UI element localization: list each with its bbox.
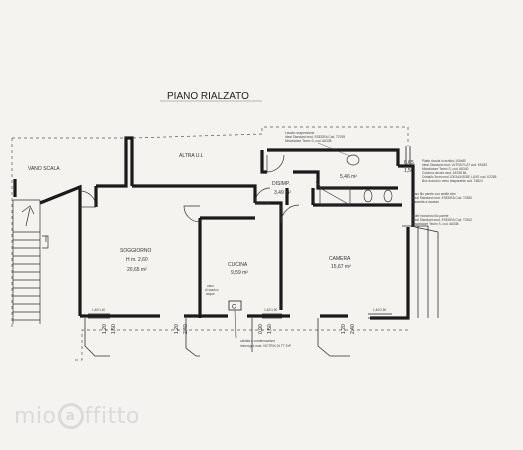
window-labels: 1,40/1,40 1,40/1,50 1,40/2,50: [92, 308, 387, 312]
camera-name: CAMERA: [329, 256, 351, 262]
svg-text:1,40/1,40: 1,40/1,40: [92, 308, 106, 312]
boiler-note: caldaia a condensazione Immergas mod. VI…: [240, 339, 291, 348]
bagno-area: 5,46 m²: [340, 174, 357, 180]
svg-text:Ideal Standard mod. ESEDRA Cod: Ideal Standard mod. ESEDRA Cod. T2812: [412, 218, 472, 222]
cucina-name: CUCINA: [228, 262, 248, 268]
soggiorno-height: H m. 2,60: [126, 257, 148, 263]
watermark-pre: mio: [14, 403, 57, 429]
svg-text:acque: acque: [206, 292, 215, 296]
svg-text:1,20: 1,20: [174, 324, 180, 334]
door-swings: [79, 154, 300, 224]
svg-text:Box doccia in vetro trasparent: Box doccia in vetro trasparente cod. T66…: [422, 179, 483, 183]
watermark-a-icon: a: [57, 403, 84, 429]
plan-title: PIANO RIALZATO: [167, 91, 249, 102]
svg-text:2,40: 2,40: [183, 324, 189, 334]
svg-text:Colonna doccia mod. A5788 ML: Colonna doccia mod. A5788 ML: [422, 171, 467, 175]
svg-text:1,40/1,50: 1,40/1,50: [264, 308, 278, 312]
svg-text:Cassetta a incasso: Cassetta a incasso: [412, 200, 439, 204]
watermark-post: ffitto: [84, 403, 140, 429]
watermark-logo: mio a ffitto: [14, 403, 140, 429]
right-notes-low: Bidet monoforo filo parete Ideal Standar…: [412, 214, 472, 226]
svg-text:Lavabo sospensione: Lavabo sospensione: [285, 131, 314, 135]
disimp-area: 3,49 m²: [274, 190, 291, 196]
lavabo-note: Lavabo sospensione Ideal Standard mod. E…: [285, 131, 351, 157]
cucina-area: 9,59 m²: [231, 270, 248, 276]
svg-text:di scarico: di scarico: [205, 288, 219, 292]
camera-area: 15,67 m²: [331, 264, 351, 270]
svg-text:Bidet monoforo filo parete: Bidet monoforo filo parete: [412, 214, 449, 218]
staircase: [12, 199, 49, 324]
svg-text:caldaia a condensazione: caldaia a condensazione: [240, 339, 275, 343]
svg-text:1,20: 1,20: [341, 324, 347, 334]
svg-text:1,40/2,50: 1,40/2,50: [373, 308, 387, 312]
svg-text:2,40: 2,40: [350, 324, 356, 334]
altra-ui-label: ALTRA U.I.: [179, 153, 204, 159]
svg-text:Ideal Standard mod. ESEDRA Cod: Ideal Standard mod. ESEDRA Cod. T2769: [285, 135, 345, 139]
soggiorno-area: 20,65 m²: [127, 267, 147, 273]
svg-text:Ideal Standard mod. ESEDRA Cod: Ideal Standard mod. ESEDRA Cod. T2830: [412, 196, 472, 200]
svg-text:vano: vano: [207, 284, 214, 288]
svg-text:Cristallo 3mm mod. IDEALINSIDE: Cristallo 3mm mod. IDEALINSIDE LUXE cod.…: [422, 175, 497, 179]
balconies: [84, 225, 439, 357]
svg-text:Miscelatore Teorix S, cod. A63: Miscelatore Teorix S, cod. A6338: [412, 222, 459, 226]
svg-text:Miscelatore Teorix S, cod. A63: Miscelatore Teorix S, cod. A6340: [422, 167, 469, 171]
svg-text:Vaso filo parete con sedile sl: Vaso filo parete con sedile slim: [412, 192, 456, 196]
svg-text:0,90: 0,90: [258, 324, 264, 334]
boiler-label: C: [232, 305, 237, 311]
right-notes-mid: Vaso filo parete con sedile slim Ideal S…: [412, 192, 472, 204]
soggiorno-name: SOGGIORNO: [120, 248, 152, 254]
vano-scala-label: VANO SCALA: [28, 166, 60, 172]
svg-text:Miscelatore Teorix S, cod. A63: Miscelatore Teorix S, cod. A6338: [285, 139, 332, 143]
disimp-name: DISIMP.: [272, 181, 290, 187]
svg-text:Piatto doccia in acrilico 100x: Piatto doccia in acrilico 100x80: [422, 159, 466, 163]
cucina-note: vano di scarico acque: [205, 284, 219, 296]
svg-text:Immergas mod. VICTRIX 24 TT Er: Immergas mod. VICTRIX 24 TT ErP: [240, 344, 291, 348]
svg-text:1,50: 1,50: [111, 324, 117, 334]
svg-text:0,65: 0,65: [404, 160, 414, 166]
right-notes-top: Piatto doccia in acrilico 100x80 Ideal S…: [422, 159, 497, 183]
dimension-labels: 1,20 1,50 1,20 2,40 0,90 1,50 1,20 2,40 …: [102, 160, 414, 334]
svg-text:1,50: 1,50: [404, 168, 414, 174]
svg-text:1,20: 1,20: [102, 324, 108, 334]
windows: [88, 146, 411, 319]
perimeter-dashes: [11, 126, 409, 361]
svg-text:Ideal Standard mod. ULTRA FLAT: Ideal Standard mod. ULTRA FLAT cod. K518…: [422, 163, 487, 167]
bathroom-fixtures: [315, 154, 393, 206]
svg-text:1,50: 1,50: [267, 324, 273, 334]
